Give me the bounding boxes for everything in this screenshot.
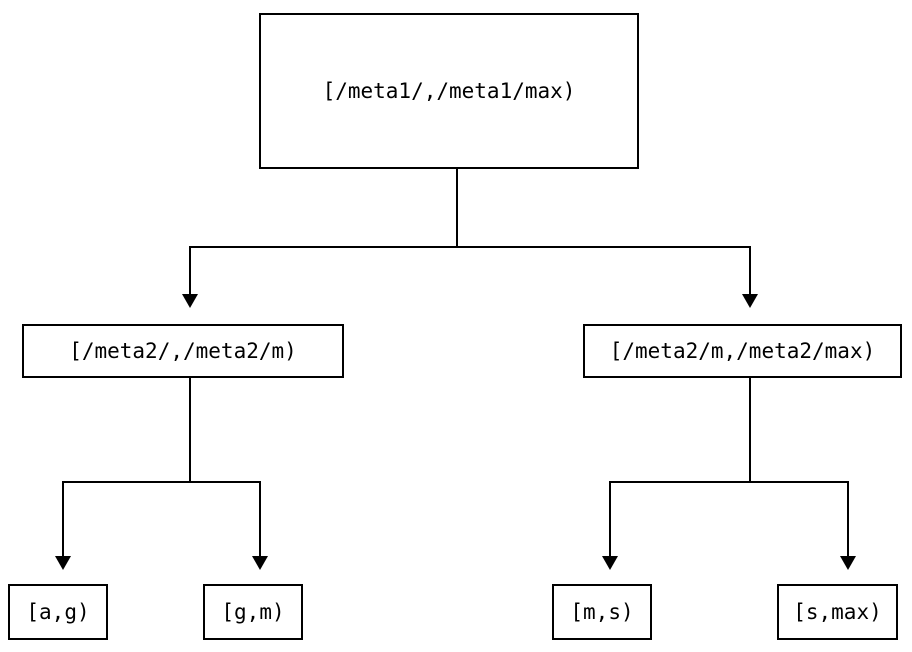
edge-level2-right-to-leaves — [602, 378, 856, 570]
tree-node-root: [/meta1/,/meta1/max) — [259, 13, 639, 169]
arrowhead-down-icon — [252, 556, 268, 570]
tree-node-leaf-a-g: [a,g) — [8, 584, 108, 640]
arrowhead-down-icon — [182, 294, 198, 308]
tree-node-leaf-m-s: [m,s) — [552, 584, 652, 640]
arrowhead-down-icon — [55, 556, 71, 570]
arrowhead-down-icon — [602, 556, 618, 570]
edge-level2-left-to-leaves — [55, 378, 268, 570]
tree-node-meta2-high: [/meta2/m,/meta2/max) — [583, 324, 902, 378]
tree-node-leaf-s-max: [s,max) — [777, 584, 898, 640]
edge-root-to-level2 — [182, 169, 758, 308]
tree-node-leaf-g-m: [g,m) — [203, 584, 303, 640]
arrowhead-down-icon — [840, 556, 856, 570]
arrowhead-down-icon — [742, 294, 758, 308]
tree-node-meta2-low: [/meta2/,/meta2/m) — [22, 324, 344, 378]
